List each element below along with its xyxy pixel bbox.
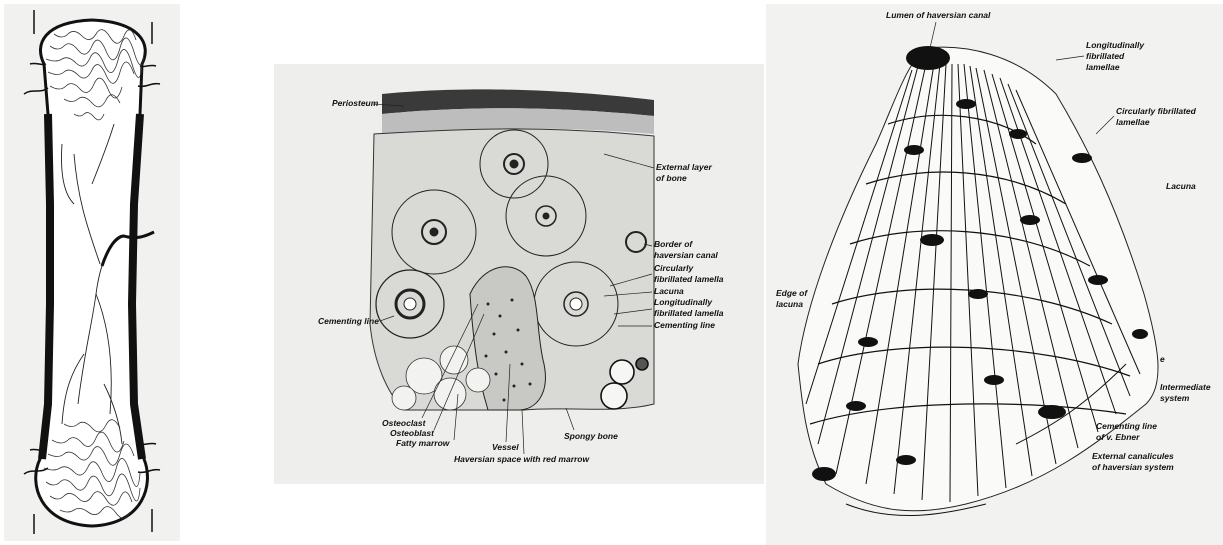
p3-label-cementing-1: Cementing line <box>1096 421 1157 431</box>
p3-label-longitudinal-2: fibrillated <box>1086 51 1125 61</box>
cortex-right <box>132 114 142 459</box>
p3-label-lumen-text: Lumen of haversian canal <box>886 10 991 20</box>
p3-label-canaliculi-2: of haversian system <box>1092 462 1174 472</box>
p3-label-edge-2: lacuna <box>776 299 803 309</box>
p3-label-edge-1: Edge of <box>776 288 808 298</box>
long-bone-panel <box>4 4 180 541</box>
label-osteoclast-text: Osteoclast <box>382 418 427 428</box>
p3-label-edge: Edge of lacuna <box>776 288 808 309</box>
cross-section-illustration: Periosteum External layer of bone Border… <box>274 64 764 484</box>
p3-label-longitudinal-3: lamellae <box>1086 62 1120 72</box>
label-cementing-right-text: Cementing line <box>654 320 715 330</box>
haversian-system-illustration: Lumen of haversian canal Longitudinally … <box>766 4 1223 545</box>
p3-label-intermediate-1: Intermediate <box>1160 382 1211 392</box>
haversian-system-panel: Lumen of haversian canal Longitudinally … <box>766 4 1223 545</box>
label-fatty-marrow-text: Fatty marrow <box>396 438 451 448</box>
label-border-line2: haversian canal <box>654 250 718 260</box>
label-haversian-space-text: Haversian space with red marrow <box>454 454 591 464</box>
label-longitudinal-line1: Longitudinally <box>654 297 713 307</box>
label-lacuna-text: Lacuna <box>654 286 684 296</box>
p3-label-intermediate: Intermediate system <box>1160 382 1211 403</box>
lumen-dark <box>906 46 950 70</box>
label-circular-line1: Circularly <box>654 263 694 273</box>
label-periosteum-text: Periosteum <box>332 98 379 108</box>
p3-label-canaliculi: External canalicules of haversian system <box>1092 451 1174 472</box>
cortex-left <box>42 114 50 459</box>
p3-label-cementing: Cementing line of v. Ebner <box>1096 421 1157 442</box>
label-spongy-bone-text: Spongy bone <box>564 431 618 441</box>
p3-label-e-text: e <box>1160 354 1165 364</box>
label-external-layer-line2: of bone <box>656 173 687 183</box>
label-border-line1: Border of <box>654 239 693 249</box>
long-bone-illustration <box>4 4 180 541</box>
p3-label-longitudinal: Longitudinally fibrillated lamellae <box>1056 40 1145 72</box>
p3-label-circular-1: Circularly fibrillated <box>1116 106 1197 116</box>
p3-label-lacuna: Lacuna <box>1166 181 1196 191</box>
p3-label-lacuna-text: Lacuna <box>1166 181 1196 191</box>
label-longitudinal-line2: fibrillated lamella <box>654 308 724 318</box>
label-cementing-left-text: Cementing line <box>318 316 379 326</box>
p3-label-circular-2: lamellae <box>1116 117 1150 127</box>
label-osteoblast-text: Osteoblast <box>390 428 435 438</box>
p3-label-circular: Circularly fibrillated lamellae <box>1096 106 1197 134</box>
p3-label-intermediate-2: system <box>1160 393 1190 403</box>
bone-cross-section-panel: Periosteum External layer of bone Border… <box>274 64 764 484</box>
p3-label-cementing-2: of v. Ebner <box>1096 432 1140 442</box>
label-vessel-text: Vessel <box>492 442 519 452</box>
label-circular-line2: fibrillated lamella <box>654 274 724 284</box>
p3-label-canaliculi-1: External canalicules <box>1092 451 1174 461</box>
label-spongy-bone: Spongy bone <box>564 408 618 441</box>
label-external-layer-line1: External layer <box>656 162 712 172</box>
label-border-haversian: Border of haversian canal <box>644 239 718 260</box>
p3-label-longitudinal-1: Longitudinally <box>1086 40 1145 50</box>
p3-label-e: e <box>1160 354 1165 364</box>
p3-label-lumen: Lumen of haversian canal <box>886 10 991 48</box>
